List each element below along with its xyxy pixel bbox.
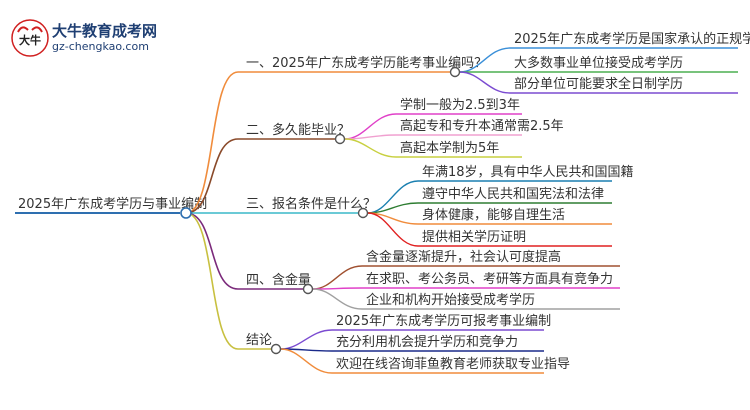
leaf-topic[interactable]: 欢迎在线咨询菲鱼教育老师获取专业指导 (336, 356, 570, 372)
leaf-topic[interactable]: 年满18岁，具有中华人民共和国国籍 (422, 164, 634, 180)
leaf-topic[interactable]: 身体健康，能够自理生活 (422, 207, 565, 223)
leaf-connector (459, 71, 511, 94)
branch-node[interactable] (302, 283, 314, 295)
branch-node[interactable] (270, 343, 282, 355)
leaf-connector (280, 329, 333, 350)
leaf-topic[interactable]: 部分单位可能要求全日制学历 (514, 76, 683, 92)
leaf-topic[interactable]: 大多数事业单位接受成考学历 (514, 55, 683, 71)
branch-node[interactable] (449, 66, 461, 78)
root-node[interactable] (180, 207, 192, 219)
leaf-topic[interactable]: 在求职、考公务员、考研等方面具有竞争力 (366, 271, 613, 287)
leaf-topic[interactable]: 高起本学制为5年 (400, 140, 499, 156)
leaf-topic[interactable]: 含金量逐渐提升，社会认可度提高 (366, 249, 561, 265)
branch-topic[interactable]: 三、报名条件是什么？ (246, 196, 376, 212)
leaf-connector (367, 212, 419, 247)
leaf-topic[interactable]: 高起专和专升本通常需2.5年 (400, 118, 564, 134)
branch-topic[interactable]: 二、多久能毕业？ (246, 122, 350, 138)
branch-topic[interactable]: 结论 (246, 333, 272, 348)
site-logo[interactable]: 大牛 大牛教育成考网 gz-chengkao.com (10, 18, 210, 58)
branch-connector (185, 212, 239, 290)
leaf-connector (312, 265, 363, 290)
leaf-topic[interactable]: 学制一般为2.5到3年 (400, 97, 520, 113)
leaf-connector (344, 138, 397, 158)
branch-connector (185, 212, 239, 350)
branch-node[interactable] (357, 207, 369, 219)
branch-topic[interactable]: 四、含金量 (246, 272, 311, 288)
bull-logo-icon: 大牛 (11, 19, 49, 57)
leaf-topic[interactable]: 企业和机构开始接受成考学历 (366, 292, 535, 308)
branch-connector (185, 71, 239, 214)
site-url: gz-chengkao.com (52, 40, 149, 53)
leaf-connector (312, 288, 363, 310)
leaf-topic[interactable]: 2025年广东成考学历是国家承认的正规学历 (514, 31, 750, 47)
branch-node[interactable] (334, 133, 346, 145)
leaf-topic[interactable]: 遵守中华人民共和国宪法和法律 (422, 186, 604, 202)
leaf-topic[interactable]: 提供相关学历证明 (422, 229, 526, 245)
root-topic: 2025年广东成考学历与事业编制 (18, 196, 207, 212)
logo-mark-text: 大牛 (19, 33, 41, 47)
branch-connector (185, 138, 239, 214)
leaf-topic[interactable]: 充分利用机会提升学历和竞争力 (336, 334, 518, 350)
leaf-connector (280, 348, 333, 374)
leaf-topic[interactable]: 2025年广东成考学历可报考事业编制 (336, 313, 551, 329)
branch-topic[interactable]: 一、2025年广东成考学历能考事业编吗？ (246, 55, 487, 71)
site-title: 大牛教育成考网 (52, 22, 158, 40)
